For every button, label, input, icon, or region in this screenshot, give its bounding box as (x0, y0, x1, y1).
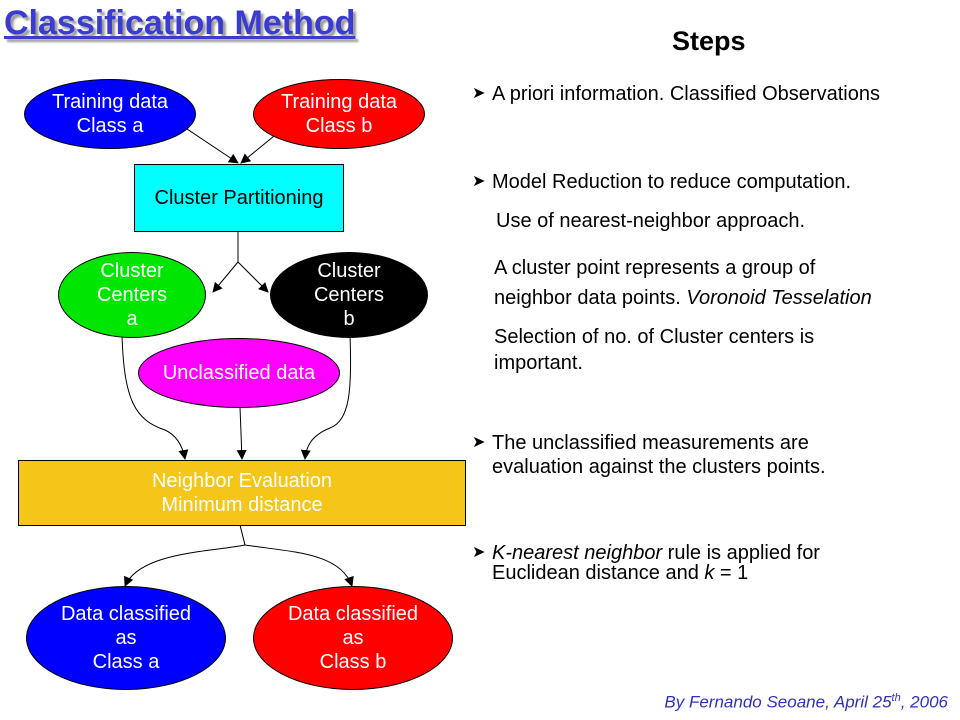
node-neighbor-evaluation: Neighbor Evaluation Minimum distance (18, 460, 466, 526)
author-footer-text: By Fernando Seoane, April 25 (664, 692, 892, 712)
node-data-classified-a-line1: Data classified (60, 603, 192, 625)
node-data-classified-a-line2: as (115, 627, 137, 649)
node-cluster-centers-b-line1: Cluster (317, 260, 381, 282)
node-cluster-centers-b: Cluster Centers b (270, 252, 428, 338)
step-a-priori-text: A priori information. Classified Observa… (492, 83, 880, 105)
step-a-priori: ➤ A priori information. Classified Obser… (472, 82, 958, 106)
node-cluster-centers-a-line2: Centers (96, 284, 168, 306)
connector-to-centers-a (212, 261, 239, 293)
step-selection-line2: important. (494, 352, 583, 374)
step-model-reduction: ➤ Model Reduction to reduce computation. (472, 170, 958, 194)
arrow-bullet-icon: ➤ (472, 544, 486, 561)
node-neighbor-evaluation-line2: Minimum distance (161, 494, 323, 516)
step-knn-rule-line1: K-nearest neighbor rule is applied for (472, 541, 958, 565)
step-model-reduction-text: Model Reduction to reduce computation. (492, 171, 852, 193)
page-title: Classification Method (4, 4, 356, 42)
step-knn-rule-line2-a: Euclidean distance and (492, 562, 705, 584)
step-unclassified-eval: ➤ The unclassified measurements are eval… (472, 431, 958, 479)
arrow-bullet-icon: ➤ (472, 173, 486, 190)
node-cluster-centers-b-line2: Centers (313, 284, 385, 306)
knn-term: K-nearest neighbor (492, 542, 663, 564)
node-unclassified-data-label: Unclassified data (162, 362, 316, 384)
k-symbol: k (704, 562, 715, 584)
node-neighbor-evaluation-line1: Neighbor Evaluation (151, 470, 333, 492)
node-data-classified-b-line1: Data classified (287, 603, 419, 625)
connector-to-classified-a (124, 544, 246, 587)
node-training-data-a: Training data Class a (24, 79, 196, 149)
connector-centers-a-eval (121, 334, 189, 460)
connector-to-classified-b (244, 544, 354, 587)
node-training-data-a-line2: Class a (76, 115, 144, 137)
arrow-bullet-icon: ➤ (472, 85, 486, 102)
step-cluster-point-line2: neighbor data points. Voronoid Tesselati… (494, 286, 872, 310)
node-training-data-b-line2: Class b (305, 115, 373, 137)
step-model-reduction-detail: Use of nearest-neighbor approach. (496, 210, 806, 232)
node-training-data-a-line1: Training data (52, 91, 168, 113)
voronoi-term: Voronoid Tesselation (686, 287, 872, 309)
node-data-classified-b-line3: Class b (319, 651, 387, 673)
node-cluster-partitioning: Cluster Partitioning (134, 164, 344, 232)
node-data-classified-b: Data classified as Class b (253, 586, 453, 690)
step-selection-line1: Selection of no. of Cluster centers is (494, 326, 815, 348)
step-unclassified-eval-line1: The unclassified measurements are (492, 432, 809, 454)
step-cluster-point-line1: A cluster point represents a group of (494, 257, 816, 279)
step-knn-rule-line2-c: = 1 (714, 562, 749, 584)
node-data-classified-a-line3: Class a (92, 651, 160, 673)
node-training-data-b-line1: Training data (281, 91, 397, 113)
step-cluster-point-line2-text: neighbor data points. (494, 287, 687, 309)
connector-unclassified-eval (236, 406, 247, 460)
node-data-classified-b-line2: as (342, 627, 364, 649)
steps-heading: Steps (672, 26, 746, 56)
node-training-data-b: Training data Class b (253, 79, 425, 149)
step-unclassified-eval-line2: evaluation against the clusters points. (492, 456, 826, 478)
node-cluster-centers-a: Cluster Centers a (58, 252, 206, 338)
arrow-bullet-icon: ➤ (472, 434, 486, 451)
author-footer-tail: , 2006 (900, 692, 948, 712)
node-cluster-centers-a-line3: a (126, 308, 138, 330)
node-data-classified-a: Data classified as Class a (26, 586, 226, 690)
node-cluster-centers-a-line1: Cluster (100, 260, 164, 282)
step-knn-rule: ➤ K-nearest neighbor rule is applied for… (472, 541, 958, 585)
step-knn-rule-line2: Euclidean distance and k = 1 (472, 561, 958, 585)
connector-eval-split (239, 524, 246, 546)
step-knn-rule-line1-rest: rule is applied for (662, 542, 820, 564)
node-cluster-partitioning-label: Cluster Partitioning (154, 187, 324, 209)
author-footer: By Fernando Seoane, April 25th, 2006 (664, 692, 948, 713)
connector-to-centers-b (237, 261, 269, 293)
node-cluster-centers-b-line3: b (343, 308, 355, 330)
connector-training-a (177, 122, 239, 164)
author-footer-sup: th (891, 692, 901, 704)
node-unclassified-data: Unclassified data (138, 338, 340, 408)
connector-centers-b-eval (300, 334, 352, 460)
